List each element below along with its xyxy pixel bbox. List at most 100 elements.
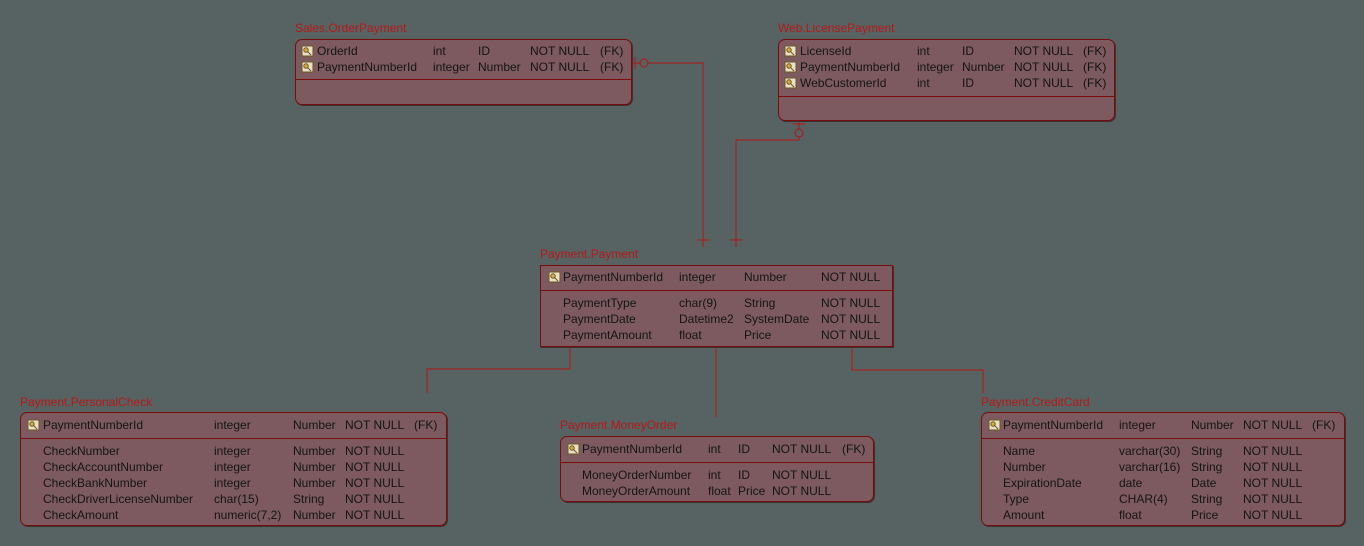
column-nullability: NOT NULL [530,44,590,58]
attribute-section [296,79,631,80]
relationship-payment-creditcard[interactable] [851,347,984,393]
column-type: integer [917,60,954,74]
column-domain: ID [962,76,974,90]
key-row[interactable]: PaymentNumberId integer Number NOT NULL … [21,417,446,433]
key-row[interactable]: PaymentNumberId integer Number NOT NULL [541,269,892,285]
attribute-row[interactable]: CheckDriverLicenseNumber char(15) String… [21,491,446,507]
column-name: PaymentNumberId [563,270,664,284]
attribute-row[interactable]: Amount float Price NOT NULL [982,507,1344,523]
column-domain: ID [962,44,974,58]
column-nullability: NOT NULL [345,492,405,506]
attribute-row[interactable]: MoneyOrderNumber int ID NOT NULL [561,467,873,483]
key-row[interactable]: PaymentNumberId integer Number NOT NULL … [779,59,1114,75]
column-domain: String [1191,492,1223,506]
attribute-row[interactable]: MoneyOrderAmount float Price NOT NULL [561,483,873,499]
key-icon [548,271,561,283]
attribute-row[interactable]: CheckAmount numeric(7,2) Number NOT NULL [21,507,446,523]
column-name: PaymentNumberId [582,442,683,456]
key-icon [301,61,314,73]
attribute-row[interactable]: PaymentAmount float Price NOT NULL [541,327,892,343]
key-row[interactable]: WebCustomerId int ID NOT NULL (FK) [779,75,1114,91]
column-domain: String [293,492,325,506]
column-domain: Number [293,508,336,522]
column-name: MoneyOrderNumber [582,468,692,482]
column-nullability: NOT NULL [772,442,832,456]
column-domain: ID [478,44,490,58]
column-key: (FK) [842,442,866,456]
attribute-row[interactable]: Number varchar(16) String NOT NULL [982,459,1344,475]
column-name: PaymentNumberId [800,60,901,74]
column-type: integer [214,476,251,490]
key-row[interactable]: PaymentNumberId integer Number NOT NULL … [296,59,631,75]
column-nullability: NOT NULL [1014,60,1074,74]
column-type: Datetime2 [679,312,734,326]
column-nullability: NOT NULL [530,60,590,74]
key-row[interactable]: LicenseId int ID NOT NULL (FK) [779,43,1114,59]
column-domain: Number [293,476,336,490]
entity-title: Sales.OrderPayment [295,21,407,35]
column-nullability: NOT NULL [772,468,832,482]
attribute-row[interactable]: PaymentDate Datetime2 SystemDate NOT NUL… [541,311,892,327]
column-type: float [1119,508,1142,522]
attribute-row[interactable]: Type CHAR(4) String NOT NULL [982,491,1344,507]
entity-title: Payment.MoneyOrder [560,418,678,432]
column-nullability: NOT NULL [345,418,405,432]
column-name: CheckAccountNumber [43,460,164,474]
attribute-row[interactable]: CheckNumber integer Number NOT NULL [21,443,446,459]
column-type: float [679,328,702,342]
key-row[interactable]: PaymentNumberId int ID NOT NULL (FK) [561,441,873,457]
attribute-row[interactable]: PaymentType char(9) String NOT NULL [541,295,892,311]
relationship-payment-personalcheck[interactable] [426,347,571,393]
column-nullability: NOT NULL [1243,476,1303,490]
column-domain: Number [478,60,521,74]
relationship-orderpayment-payment[interactable] [632,57,709,247]
column-type: char(15) [214,492,259,506]
column-key: (FK) [1312,418,1336,432]
column-domain: Date [1191,476,1217,490]
column-domain: Price [738,484,766,498]
entity-box[interactable]: PaymentNumberId integer Number NOT NULL … [981,412,1345,526]
entity-box[interactable]: PaymentNumberId integer Number NOT NULL … [20,412,447,526]
column-name: CheckDriverLicenseNumber [43,492,194,506]
attribute-section [779,96,1114,97]
column-type: integer [679,270,716,284]
entity-box[interactable]: OrderId int ID NOT NULL (FK) PaymentNumb… [295,39,632,105]
attribute-row[interactable]: CheckBankNumber integer Number NOT NULL [21,475,446,491]
entity-title: Payment.Payment [540,247,639,261]
column-domain: String [1191,460,1223,474]
column-nullability: NOT NULL [821,296,881,310]
attribute-row[interactable]: CheckAccountNumber integer Number NOT NU… [21,459,446,475]
relationship-licensepayment-payment[interactable] [730,121,805,247]
column-type: numeric(7,2) [214,508,282,522]
column-type: int [708,442,721,456]
column-name: Type [1003,492,1030,506]
column-name: Number [1003,460,1046,474]
column-type: CHAR(4) [1119,492,1168,506]
column-nullability: NOT NULL [772,484,832,498]
column-name: ExpirationDate [1003,476,1082,490]
column-key: (FK) [600,44,624,58]
column-nullability: NOT NULL [1243,492,1303,506]
attribute-row[interactable]: Name varchar(30) String NOT NULL [982,443,1344,459]
column-domain: String [744,296,776,310]
column-domain: Number [1191,418,1234,432]
attribute-section: Name varchar(30) String NOT NULL Number … [982,438,1344,522]
key-row[interactable]: OrderId int ID NOT NULL (FK) [296,43,631,59]
key-icon [27,419,40,431]
entity-box[interactable]: PaymentNumberId integer Number NOT NULL … [540,265,893,347]
entity-box[interactable]: LicenseId int ID NOT NULL (FK) PaymentNu… [778,39,1115,121]
column-nullability: NOT NULL [1014,76,1074,90]
column-type: varchar(30) [1119,444,1181,458]
column-name: PaymentType [563,296,637,310]
key-icon [784,77,797,89]
key-row[interactable]: PaymentNumberId integer Number NOT NULL … [982,417,1344,433]
entity-title: Payment.PersonalCheck [20,395,153,409]
column-type: integer [433,60,470,74]
column-nullability: NOT NULL [821,328,881,342]
attribute-row[interactable]: ExpirationDate date Date NOT NULL [982,475,1344,491]
entity-box[interactable]: PaymentNumberId int ID NOT NULL (FK) Mon… [560,436,874,502]
column-name: LicenseId [800,44,852,58]
column-nullability: NOT NULL [1243,418,1303,432]
column-name: Name [1003,444,1036,458]
column-key: (FK) [1083,60,1107,74]
